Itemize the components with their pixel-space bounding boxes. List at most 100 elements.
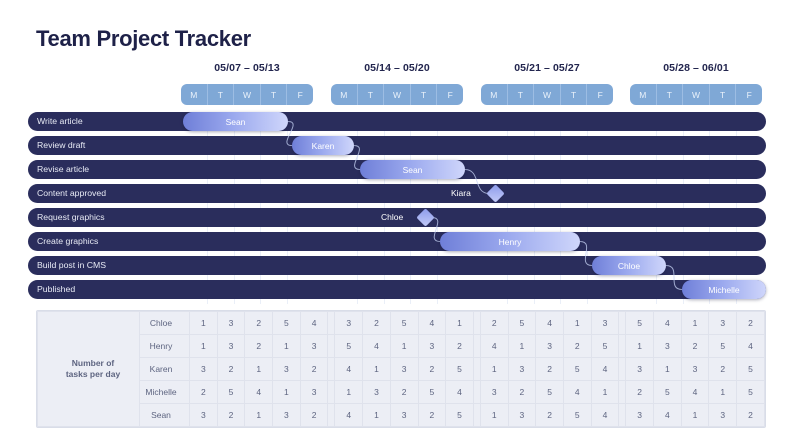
summary-cell: 4 — [362, 334, 391, 358]
summary-cell: 1 — [479, 357, 509, 381]
summary-cell: 3 — [507, 403, 537, 427]
summary-cell: 2 — [736, 311, 765, 335]
summary-cell: 1 — [189, 311, 218, 335]
summary-cell: 5 — [736, 357, 765, 381]
summary-cell: 4 — [562, 380, 592, 404]
summary-cell: 2 — [216, 403, 246, 427]
day-cell-t-1[interactable]: T — [208, 84, 235, 105]
day-cell-f-4[interactable]: F — [447, 89, 453, 100]
week-gap-cell — [327, 357, 336, 381]
summary-cell: 1 — [680, 311, 710, 335]
summary-cell: 3 — [299, 380, 329, 404]
summary-cell: 3 — [389, 403, 419, 427]
summary-cell: 1 — [362, 403, 391, 427]
task-bar[interactable]: Henry — [440, 232, 580, 251]
summary-cell: 1 — [334, 380, 364, 404]
summary-cell: 4 — [445, 380, 474, 404]
day-cell-w-2[interactable]: W — [384, 84, 411, 105]
day-cell-t-3[interactable]: T — [411, 84, 438, 105]
day-cell-t-1[interactable]: T — [508, 84, 535, 105]
summary-cell: 1 — [625, 334, 654, 358]
summary-cell: 4 — [334, 403, 364, 427]
week-gap-cell — [472, 403, 481, 427]
day-cell-w-2[interactable]: W — [234, 84, 261, 105]
summary-cell: 1 — [272, 334, 301, 358]
task-bar[interactable]: Sean — [183, 112, 288, 131]
summary-cell: 5 — [736, 380, 765, 404]
summary-cell: 5 — [417, 380, 447, 404]
summary-cell: 5 — [389, 311, 419, 335]
week-gap-cell — [327, 380, 336, 404]
day-cell-f-4[interactable]: F — [597, 89, 603, 100]
task-bar[interactable]: Chloe — [592, 256, 666, 275]
summary-cell: 2 — [299, 403, 329, 427]
task-row[interactable] — [28, 184, 766, 203]
summary-cell: 4 — [479, 334, 509, 358]
summary-cell: 2 — [507, 380, 537, 404]
summary-cell: 3 — [625, 357, 654, 381]
summary-cell: 1 — [362, 357, 391, 381]
summary-cell: 3 — [189, 403, 218, 427]
day-cell-t-1[interactable]: T — [358, 84, 385, 105]
summary-cell: 5 — [535, 380, 564, 404]
task-row[interactable] — [28, 208, 766, 227]
task-bar[interactable]: Michelle — [682, 280, 766, 299]
summary-cell: 3 — [216, 311, 246, 335]
task-row[interactable] — [28, 112, 766, 131]
task-bar[interactable]: Sean — [360, 160, 465, 179]
task-row[interactable] — [28, 280, 766, 299]
summary-cell: 3 — [362, 380, 391, 404]
summary-cell: 2 — [417, 357, 447, 381]
summary-cell: 2 — [680, 334, 710, 358]
day-cell-t-1[interactable]: T — [657, 84, 684, 105]
summary-cell: 5 — [653, 380, 682, 404]
week-gap-cell — [472, 334, 481, 358]
day-cell-t-3[interactable]: T — [561, 84, 588, 105]
day-cell-t-3[interactable]: T — [710, 84, 737, 105]
summary-cell: 3 — [334, 311, 364, 335]
summary-cell: 4 — [299, 311, 329, 335]
day-cell-m-0[interactable]: M — [331, 84, 358, 105]
task-bar[interactable]: Karen — [292, 136, 354, 155]
summary-cell: 3 — [272, 403, 301, 427]
summary-cell: 1 — [479, 403, 509, 427]
week-gap-cell — [327, 334, 336, 358]
week-gap-cell — [327, 403, 336, 427]
week-label: 05/14 – 05/20 — [364, 62, 430, 74]
task-row[interactable] — [28, 232, 766, 251]
summary-cell: 4 — [653, 311, 682, 335]
summary-cell: 3 — [625, 403, 654, 427]
week-gap-cell — [327, 311, 336, 335]
day-cell-m-0[interactable]: M — [630, 84, 657, 105]
day-cell-f-4[interactable]: F — [297, 89, 303, 100]
milestone-label: Kiara — [451, 188, 471, 198]
day-cell-m-0[interactable]: M — [181, 84, 208, 105]
summary-cell: 1 — [680, 403, 710, 427]
summary-cell: 4 — [244, 380, 274, 404]
week-gap-cell — [472, 357, 481, 381]
summary-person-label: Chloe — [139, 311, 190, 335]
summary-cell: 2 — [479, 311, 509, 335]
day-cell-w-2[interactable]: W — [534, 84, 561, 105]
summary-cell: 1 — [244, 403, 274, 427]
day-cell-m-0[interactable]: M — [481, 84, 508, 105]
day-cell-f-4[interactable]: F — [746, 89, 752, 100]
summary-cell: 1 — [189, 334, 218, 358]
day-cell-w-2[interactable]: W — [683, 84, 710, 105]
day-cell-t-3[interactable]: T — [261, 84, 288, 105]
task-row[interactable] — [28, 136, 766, 155]
summary-cell: 5 — [334, 334, 364, 358]
summary-cell: 1 — [244, 357, 274, 381]
